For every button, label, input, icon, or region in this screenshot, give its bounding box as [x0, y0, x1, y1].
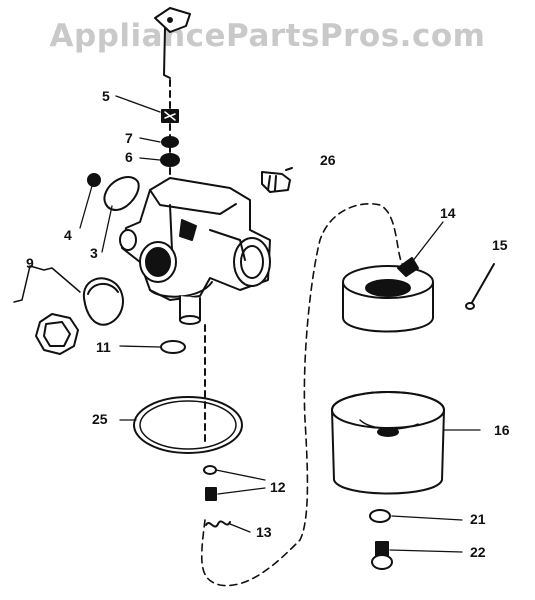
part-4-screw: [87, 173, 101, 187]
callout-11: 11: [96, 339, 111, 355]
part-26-fitting: [261, 167, 293, 193]
part-25-gasket: [133, 396, 243, 454]
part-21-washer: [369, 509, 391, 523]
callout-5: 5: [102, 88, 110, 104]
part-7-washer: [161, 136, 179, 148]
leader-lines: [79, 95, 481, 553]
callout-labels: 5 7 6 26 4 3 9 11 25 12 13 14 15 16 21 2…: [26, 88, 510, 560]
callout-16: 16: [494, 422, 510, 438]
part-5-screw: [161, 109, 179, 123]
callout-22: 22: [470, 544, 486, 560]
part-6-seal: [160, 153, 180, 167]
callout-4: 4: [64, 227, 72, 243]
fuel-path: [200, 203, 406, 587]
callout-3: 3: [90, 245, 98, 261]
callout-6: 6: [125, 149, 133, 165]
watermark: AppliancePartsPros.com: [49, 18, 486, 54]
part-14-float: [342, 257, 434, 333]
callout-25: 25: [92, 411, 108, 427]
part-12-parts: [203, 465, 217, 501]
callout-9: 9: [26, 255, 34, 271]
part-22-nut: [371, 541, 393, 570]
part-16-bowl: [331, 391, 445, 495]
part-9-primer: [13, 265, 124, 355]
carburetor-body: [119, 177, 271, 325]
part-13-spring: [205, 520, 231, 528]
callout-12: 12: [270, 479, 286, 495]
callout-7: 7: [125, 130, 133, 146]
callout-21: 21: [470, 511, 486, 527]
part-15-pin: [469, 263, 495, 307]
part-11-o-ring: [160, 340, 186, 354]
callout-26: 26: [320, 152, 336, 168]
callout-13: 13: [256, 524, 272, 540]
part-3-plate: [103, 176, 140, 211]
throttle-linkage: [154, 7, 191, 79]
callout-15: 15: [492, 237, 508, 253]
callout-14: 14: [440, 205, 456, 221]
